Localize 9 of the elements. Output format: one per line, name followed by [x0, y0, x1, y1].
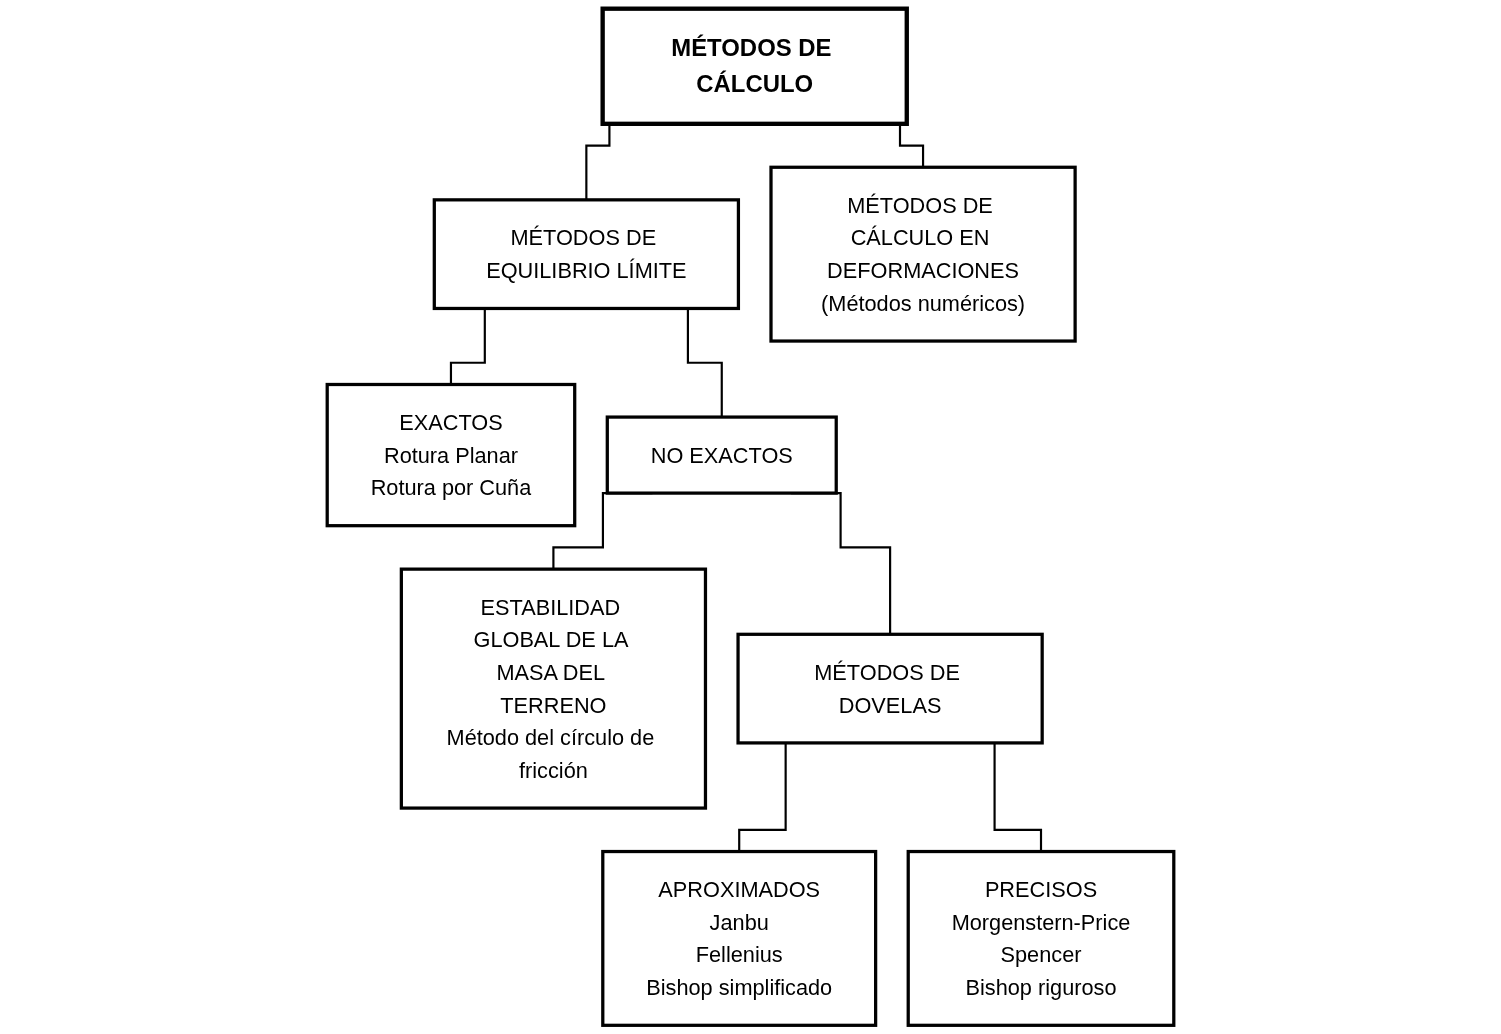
node-box: PRECISOS Morgenstern-Price Spencer Bishop riguroso [906, 849, 1176, 1027]
node-box: NO EXACTOS [605, 415, 838, 495]
node-box: MÉTODOS DE DOVELAS [736, 632, 1044, 745]
node-box: MÉTODOS DE CÁLCULO [600, 6, 909, 126]
node-box: MÉTODOS DE CÁLCULO EN DEFORMACIONES (Métodos numéricos) [769, 165, 1077, 343]
node-box: ESTABILIDAD GLOBAL DE LA MASA DEL TERRENO Método del círculo de fricción [399, 567, 708, 810]
node-box: EXACTOS Rotura Planar Rotura por Cuña [325, 382, 577, 528]
node-box: MÉTODOS DE EQUILIBRIO LÍMITE [432, 198, 741, 311]
node-box: APROXIMADOS Janbu Fellenius Bishop simplificado [601, 849, 878, 1027]
